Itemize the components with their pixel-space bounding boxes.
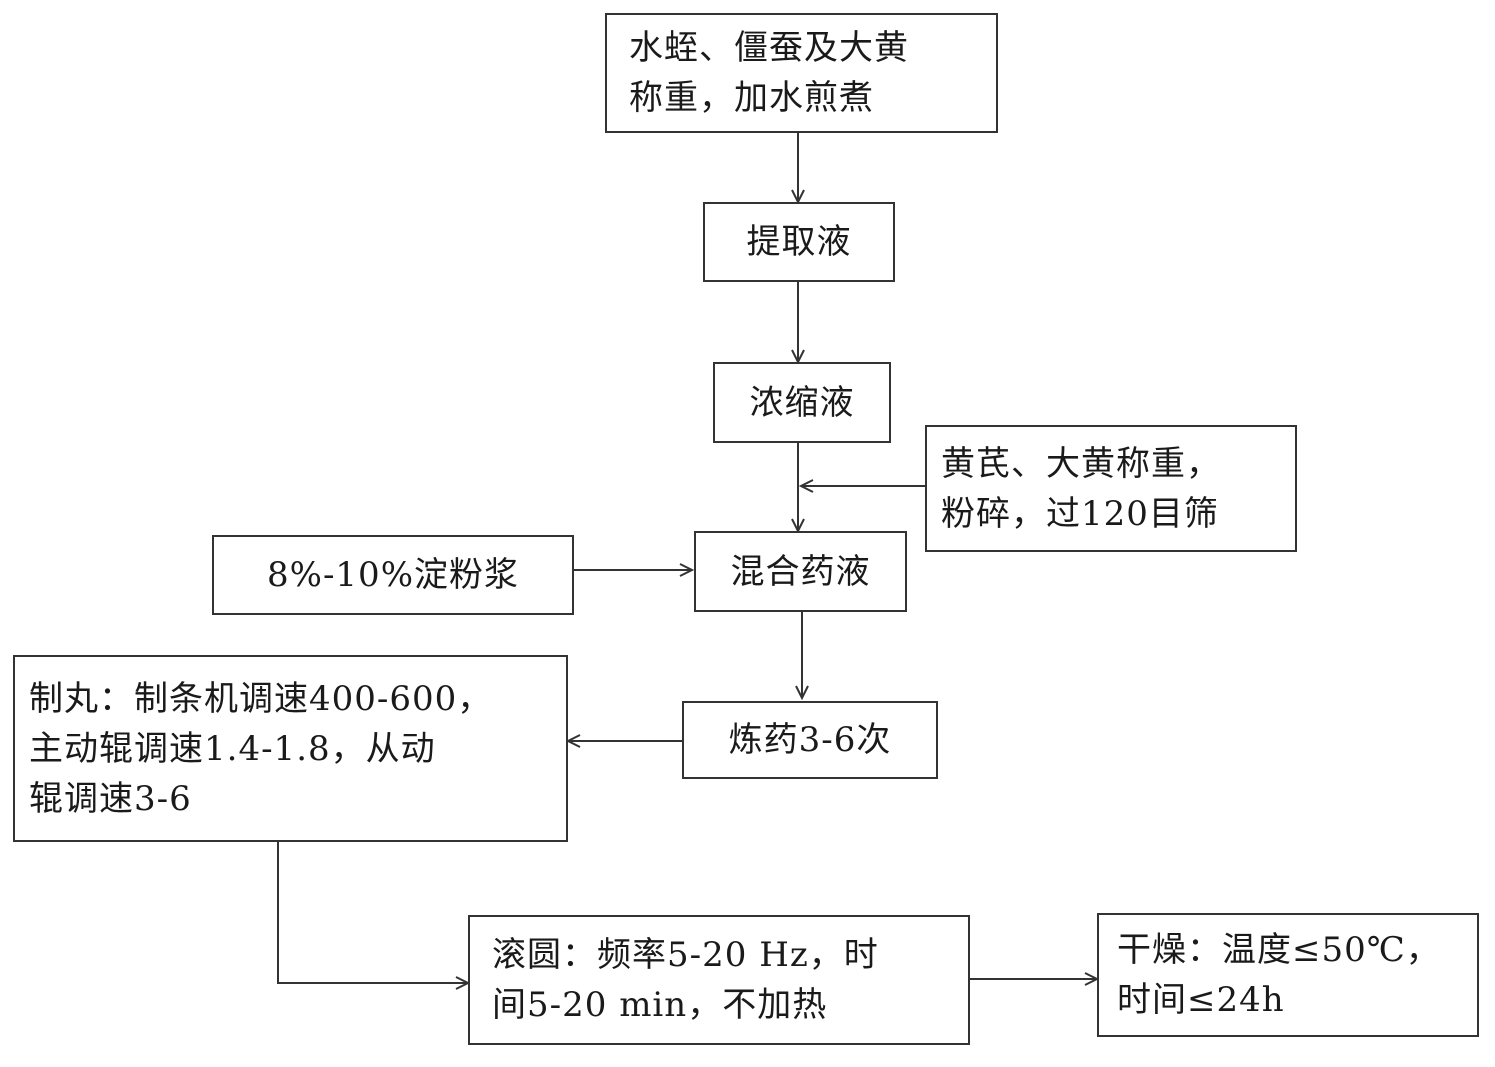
node-pill-making: 制丸：制条机调速400-600， 主动辊调速1.4-1.8，从动 辊调速3-6 bbox=[13, 655, 568, 842]
node-raw-materials: 水蛭、僵蚕及大黄 称重，加水煎煮 bbox=[605, 13, 998, 133]
node-rounding: 滚圆：频率5-20 Hz，时 间5-20 min，不加热 bbox=[468, 915, 970, 1045]
node-powder-text: 黄芪、大黄称重， 粉碎，过120目筛 bbox=[941, 443, 1221, 534]
node-powder: 黄芪、大黄称重， 粉碎，过120目筛 bbox=[925, 425, 1297, 552]
node-extract-text: 提取液 bbox=[746, 222, 852, 262]
node-starch: 8%-10%淀粉浆 bbox=[212, 535, 574, 615]
node-concentrate: 浓缩液 bbox=[713, 362, 891, 443]
node-rounding-text: 滚圆：频率5-20 Hz，时 间5-20 min，不加热 bbox=[492, 935, 879, 1025]
node-raw-materials-text: 水蛭、僵蚕及大黄 称重，加水煎煮 bbox=[629, 28, 909, 118]
node-drying-text: 干燥：温度≤50℃， 时间≤24h bbox=[1117, 930, 1441, 1020]
node-mixed-text: 混合药液 bbox=[730, 551, 871, 592]
node-concentrate-text: 浓缩液 bbox=[749, 382, 855, 423]
node-refine-text: 炼药3-6次 bbox=[728, 720, 892, 760]
node-drying: 干燥：温度≤50℃， 时间≤24h bbox=[1097, 913, 1479, 1037]
node-mixed: 混合药液 bbox=[694, 531, 907, 612]
node-starch-text: 8%-10%淀粉浆 bbox=[267, 555, 519, 595]
arrow-pill-to-rounding bbox=[277, 842, 468, 983]
node-extract: 提取液 bbox=[703, 202, 895, 282]
node-refine: 炼药3-6次 bbox=[682, 701, 938, 779]
node-pill-making-text: 制丸：制条机调速400-600， 主动辊调速1.4-1.8，从动 辊调速3-6 bbox=[29, 678, 493, 819]
